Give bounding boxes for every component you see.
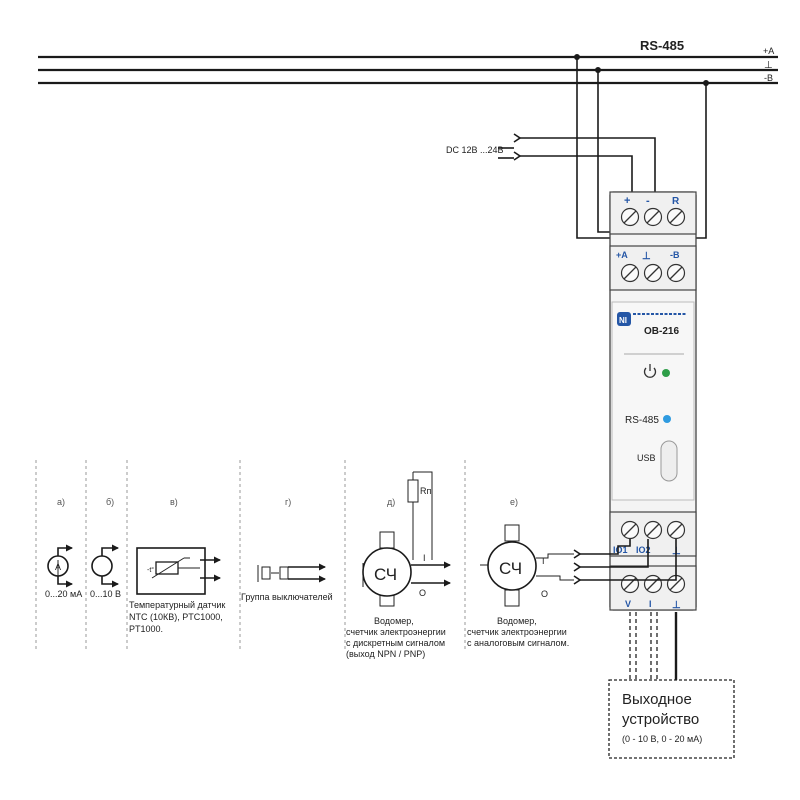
dc-power-label: DC 12В ...24В <box>446 145 504 155</box>
output-device-line1: Выходное <box>622 691 692 708</box>
power-icon <box>643 364 657 378</box>
meter-icon <box>487 541 537 591</box>
sensor-e-tag: д) <box>387 497 395 507</box>
switch-icon <box>257 565 289 582</box>
bus-title: RS-485 <box>640 38 684 53</box>
rs485-led <box>663 415 671 423</box>
sensor-e-line3: с дискретным сигналом <box>346 638 445 648</box>
output-device: Выходное устройство (0 - 10 В, 0 - 20 мА… <box>608 679 735 759</box>
meter-f-pin-o: O <box>541 589 548 599</box>
sensor-f-line3: с аналоговым сигналом. <box>467 638 569 648</box>
io-term-2: IO2 <box>636 545 651 555</box>
sensor-f-tag: е) <box>510 497 518 507</box>
sensor-c-line3: PT1000. <box>129 624 163 634</box>
out-term-v: V <box>625 599 631 609</box>
power-term-minus: - <box>646 195 650 207</box>
sensor-d-tag: г) <box>285 497 291 507</box>
bus-label-gnd: ⊥ <box>764 60 773 71</box>
sensor-e-line1: Водомер, <box>374 616 414 626</box>
brand-logo: NI <box>617 312 687 326</box>
sensor-voltage: б) 0...10 В <box>90 497 121 599</box>
io-wiring <box>573 539 677 585</box>
bus-term-gnd: ⊥ <box>642 251 651 262</box>
sensor-a-label: 0...20 мА <box>45 589 82 599</box>
sensor-f-line2: счетчик электроэнергии <box>467 627 567 637</box>
screw-terminal <box>620 207 686 227</box>
module-model: ОВ-216 <box>644 326 679 337</box>
meter-f-symbol: СЧ <box>499 559 522 578</box>
io-term-1: IO1 <box>613 545 628 555</box>
screw-terminal <box>620 574 686 594</box>
usb-label: USB <box>637 453 656 463</box>
voltage-source-icon <box>91 555 113 577</box>
sensor-f-line1: Водомер, <box>497 616 537 626</box>
sensor-e-line2: счетчик электроэнергии <box>346 627 446 637</box>
module-ob216: + - R +A ⊥ -B NI ОВ-216 RS <box>609 191 697 611</box>
output-device-line3: (0 - 10 В, 0 - 20 мА) <box>622 734 702 744</box>
meter-e-symbol: СЧ <box>374 565 397 584</box>
out-term-gnd: ⊥ <box>672 600 681 611</box>
meter-e-pin-o: O <box>419 588 426 598</box>
sensor-b-tag: б) <box>106 497 114 507</box>
sensor-c-tag: в) <box>170 497 178 507</box>
out-term-i: I <box>649 599 652 609</box>
svg-text:-t°: -t° <box>147 566 154 574</box>
usb-port[interactable] <box>660 440 678 482</box>
sensor-current: а) A 0...20 мА <box>45 497 82 599</box>
sensor-temperature: в) -t° Температурный датчик NTC (10КВ), … <box>129 497 225 634</box>
resistor-icon <box>407 479 419 503</box>
power-term-plus: + <box>624 195 630 207</box>
sensor-a-tag: а) <box>57 497 65 507</box>
svg-text:NI: NI <box>619 316 627 325</box>
meter-icon <box>362 547 412 597</box>
bus-label-b: -B <box>764 73 773 83</box>
power-led <box>662 369 670 377</box>
sensor-d-label: Группа выключателей <box>241 592 333 602</box>
meter-f-pin-i: I <box>542 556 545 566</box>
output-wiring <box>629 612 678 680</box>
sensor-b-label: 0...10 В <box>90 589 121 599</box>
output-device-line2: устройство <box>622 711 699 728</box>
screw-terminal <box>620 263 686 283</box>
section-separators <box>35 460 466 650</box>
sensor-discrete-meter: д) СЧ Rп I O Водомер, счетчик электроэне… <box>346 471 451 659</box>
resistor-label: Rп <box>420 486 431 496</box>
power-term-r: R <box>672 196 680 207</box>
sensor-switch-group: г) Группа выключателей <box>241 497 333 602</box>
bus-term-b: -B <box>670 250 680 260</box>
sensor-c-line1: Температурный датчик <box>129 600 225 610</box>
meter-e-pin-i: I <box>423 553 426 563</box>
sensor-c-line2: NTC (10КВ), PTC1000, <box>129 612 223 622</box>
rs485-indicator-label: RS-485 <box>625 415 659 426</box>
bus-label-a: +A <box>763 46 774 56</box>
sensor-e-line4: (выход NPN / PNP) <box>346 649 425 659</box>
screw-terminal <box>620 520 686 540</box>
sensor-analog-meter: е) СЧ I O Водомер, счетчик электроэнерги… <box>467 497 574 648</box>
bus-term-a: +A <box>616 250 628 260</box>
dc-power-input: DC 12В ...24В <box>446 133 656 197</box>
